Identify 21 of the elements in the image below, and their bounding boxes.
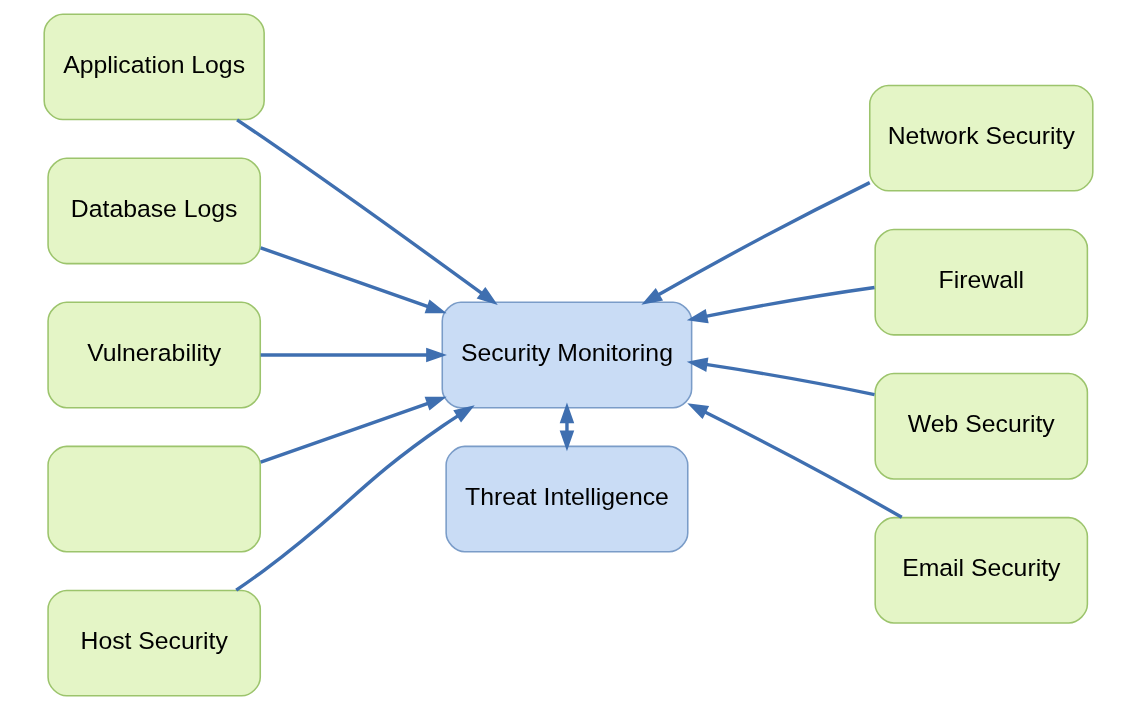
arrow xyxy=(260,347,447,363)
node-box: Network Security xyxy=(868,84,1094,192)
node-box: Security Monitoring xyxy=(441,301,692,409)
arrow xyxy=(686,403,903,519)
node-box: Firewall xyxy=(873,228,1088,336)
node-box: Email Security xyxy=(873,516,1088,624)
arrow xyxy=(235,118,498,306)
arrow xyxy=(559,402,574,452)
node-box: Web Security xyxy=(873,372,1088,480)
node-box xyxy=(46,445,261,553)
arrow xyxy=(234,405,475,592)
node-box: Application Logs xyxy=(42,13,265,121)
node-box: Database Logs xyxy=(46,157,261,265)
node-box: Vulnerability xyxy=(46,301,261,409)
node-box: Host Security xyxy=(46,589,261,697)
node-box: Threat Intelligence xyxy=(444,445,689,553)
arrow xyxy=(259,396,447,464)
arrow xyxy=(640,181,870,305)
arrow xyxy=(259,246,447,314)
arrow xyxy=(686,357,875,397)
arrow xyxy=(686,285,875,324)
